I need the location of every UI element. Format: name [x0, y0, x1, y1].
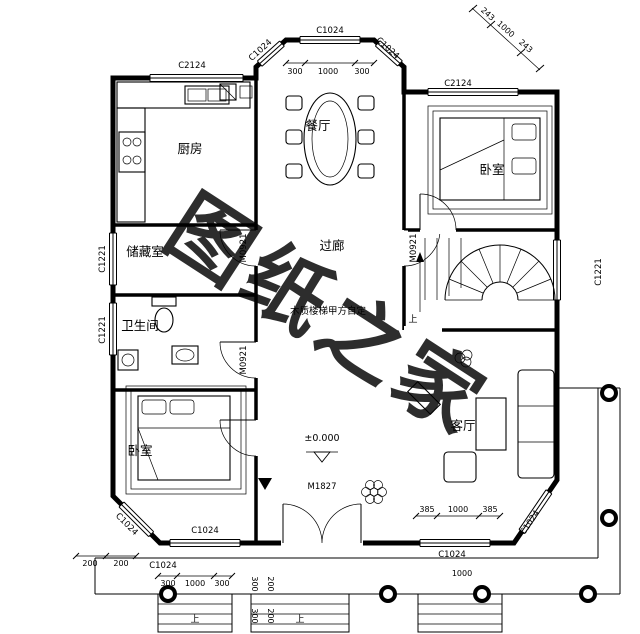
bathroom-toilet	[151, 296, 177, 333]
dim-tr-243-b: 243	[517, 38, 534, 55]
porch-steps-left	[157, 593, 233, 633]
window-c1024-chamfer-top-left	[257, 40, 285, 67]
dim-bl-300-b: 300	[214, 579, 229, 588]
code-c1024-chamfer-br: C1024	[518, 509, 542, 537]
dim-bl-300-a: 300	[160, 579, 175, 588]
window-c1024-chamfer-bottom-left	[118, 501, 155, 538]
code-m0921-storage: M0921	[239, 234, 249, 263]
interior-walls	[113, 78, 557, 543]
door-entrance-m1827	[281, 503, 363, 548]
door-storage	[219, 229, 260, 267]
window-c2124-kitchen	[149, 74, 244, 82]
dim-top-300-r: 300	[354, 67, 369, 76]
dim-br-385-a: 385	[419, 505, 434, 514]
window-c1024-bedroom-bottom	[169, 539, 241, 547]
window-c2124-bedroom-top	[427, 88, 519, 96]
room-label-dining: 餐厅	[305, 118, 330, 133]
bedroom-top-rug	[427, 105, 553, 215]
room-label-bathroom: 卫生间	[121, 318, 159, 333]
code-c1024-living-bottom: C1024	[438, 550, 466, 560]
opening-stair-living	[404, 326, 442, 334]
dim-bl-200-a: 200	[82, 559, 97, 568]
room-label-living: 客厅	[450, 418, 475, 433]
dim-bc-300-b: 300	[250, 608, 259, 623]
steps-left-up-label: 上	[190, 614, 199, 625]
elevation-label: ±0.000	[304, 433, 339, 444]
room-label-bedroom-top: 卧室	[479, 162, 504, 177]
stair-note: 木质楼梯甲方自定	[290, 305, 367, 317]
porch-steps-center	[250, 593, 350, 633]
window-c1024-chamfer-bottom-right	[518, 489, 553, 534]
window-c1221-right-stair	[553, 239, 561, 301]
code-c1221-right: C1221	[594, 258, 604, 286]
dimension-lines	[72, 4, 545, 580]
living-sofa	[443, 369, 555, 483]
dim-top-300-l: 300	[287, 67, 302, 76]
porch-steps-right	[417, 593, 503, 633]
window-c1024-chamfer-top-right	[375, 40, 403, 67]
window-c1024-bay-top	[299, 36, 361, 44]
living-corner-tv	[406, 380, 442, 416]
code-c1024-bay-top: C1024	[316, 26, 344, 36]
living-plant-2	[454, 349, 473, 368]
dim-bc-300-a: 300	[250, 576, 259, 591]
window-c1024-living-bottom	[419, 539, 491, 547]
dim-tr-1000: 1000	[495, 19, 516, 39]
room-label-bedroom-bottom: 卧室	[127, 443, 152, 458]
code-c2124-kitchen: C2124	[178, 61, 206, 71]
kitchen-fridge	[219, 83, 253, 101]
code-c1024-porch-left: C1024	[149, 561, 177, 571]
window-c1221-left-bath	[109, 302, 117, 356]
dim-bc-200-b: 200	[266, 608, 275, 623]
bedroom-bottom-bed	[137, 395, 231, 481]
steps-center-up-label: 上	[295, 614, 304, 625]
code-m0921-bath: M0921	[239, 346, 249, 375]
room-label-storage: 储藏室	[126, 244, 164, 259]
code-m1827-entrance: M1827	[308, 482, 337, 492]
code-c2124-bedroom: C2124	[444, 79, 472, 89]
dim-porch-right-1000: 1000	[452, 569, 472, 578]
dim-top-1000: 1000	[318, 67, 338, 76]
bedroom-top-bed	[439, 117, 541, 201]
bathroom-basin	[171, 345, 199, 365]
code-c1221-left-1: C1221	[98, 245, 108, 273]
dim-br-1000: 1000	[448, 505, 468, 514]
dim-bc-200-a: 200	[266, 576, 275, 591]
dining-table-and-chairs	[285, 92, 375, 186]
elevation-marker	[306, 451, 338, 463]
dim-bl-200-b: 200	[113, 559, 128, 568]
door-bedroom-top	[419, 193, 457, 234]
spiral-staircase	[416, 238, 556, 312]
bedroom-bottom-rug	[125, 385, 247, 495]
code-c1024-bedroom-bottom: C1024	[191, 526, 219, 536]
dim-bl-1000: 1000	[185, 579, 205, 588]
door-bedroom-bottom	[219, 419, 260, 457]
living-plant	[361, 480, 387, 504]
bathroom-washer	[117, 349, 139, 371]
section-marker	[258, 478, 272, 490]
room-label-kitchen: 厨房	[177, 141, 202, 156]
code-c1221-left-2: C1221	[98, 316, 108, 344]
door-bathroom	[219, 341, 260, 379]
dim-br-385-b: 385	[482, 505, 497, 514]
porch-columns	[159, 384, 618, 603]
code-m0921-stair: M0921	[409, 234, 419, 263]
kitchen-stove	[118, 131, 146, 173]
watermark-text: 图纸之家	[149, 176, 505, 455]
window-c1221-left-storage	[109, 232, 117, 286]
stair-up-label: 上	[408, 314, 417, 325]
dim-tr-243-a: 243	[479, 6, 496, 23]
room-label-corridor: 过廊	[319, 238, 344, 253]
